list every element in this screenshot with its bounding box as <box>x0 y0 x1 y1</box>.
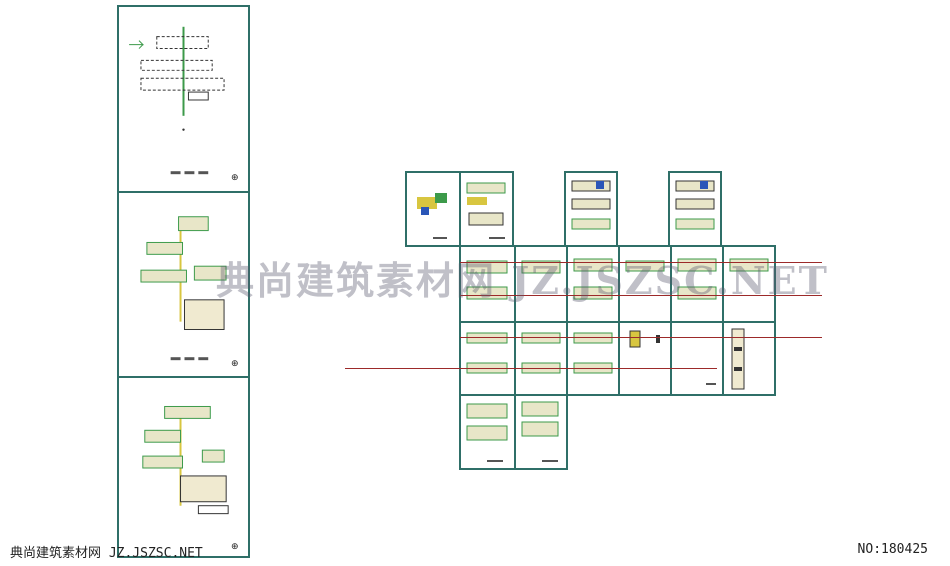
red-guide-line <box>460 295 822 296</box>
red-guide-line <box>460 262 822 263</box>
tile-plan-07[interactable] <box>722 245 776 323</box>
tile-plan-01[interactable] <box>459 171 514 247</box>
watermark: 典尚建筑素材网 JZ.JSZSC.NET <box>216 258 829 303</box>
tile-elevation-02[interactable] <box>668 171 722 247</box>
tile-detail-01[interactable] <box>618 321 672 396</box>
red-guide-line <box>345 368 717 369</box>
plan-06-drawing <box>677 258 717 300</box>
detail-01-drawing <box>629 330 660 348</box>
plan-09-drawing <box>521 401 559 462</box>
plan-02-drawing <box>466 260 508 300</box>
sheet-floor-plan-b[interactable]: ⊕ <box>119 378 248 558</box>
site-plan-drawing <box>129 26 225 175</box>
section-01-drawing <box>466 332 508 374</box>
red-guide-line <box>460 337 822 338</box>
detail-03-drawing <box>731 328 745 390</box>
north-arrow-icon: ⊕ <box>231 359 239 369</box>
floor-plan-a-drawing <box>140 216 227 361</box>
tile-plan-08[interactable] <box>459 394 516 470</box>
tile-legend[interactable] <box>405 171 461 247</box>
tile-elevation-01[interactable] <box>564 171 618 247</box>
left-sheet-column: ⊕ ⊕ ⊕ <box>117 5 250 558</box>
tile-plan-09[interactable] <box>514 394 568 470</box>
legend-drawing <box>417 193 447 239</box>
section-03-drawing <box>573 332 613 374</box>
site-label: 典尚建筑素材网 JZ.JSZSC.NET <box>10 546 203 561</box>
north-arrow-icon: ⊕ <box>231 173 239 183</box>
elevation-02-drawing <box>675 180 715 230</box>
section-02-drawing <box>521 332 561 374</box>
detail-02-drawing <box>706 383 716 385</box>
tile-detail-03[interactable] <box>722 321 776 396</box>
plan-08-drawing <box>466 403 508 462</box>
tile-plan-02[interactable] <box>459 245 516 323</box>
plan-03-drawing <box>521 260 561 274</box>
floor-plan-b-drawing <box>142 405 229 515</box>
elevation-01-drawing <box>571 180 611 230</box>
sheet-floor-plan-a[interactable]: ⊕ <box>119 193 248 378</box>
sheet-site-plan[interactable]: ⊕ <box>119 7 248 193</box>
tile-detail-02[interactable] <box>670 321 724 396</box>
north-arrow-icon: ⊕ <box>231 542 239 552</box>
plan-01-drawing <box>466 182 506 239</box>
serial-number: NO:180425 <box>857 542 928 557</box>
plan-05-drawing <box>625 260 665 272</box>
tile-section-01[interactable] <box>459 321 516 396</box>
tile-section-02[interactable] <box>514 321 568 396</box>
tile-section-03[interactable] <box>566 321 620 396</box>
